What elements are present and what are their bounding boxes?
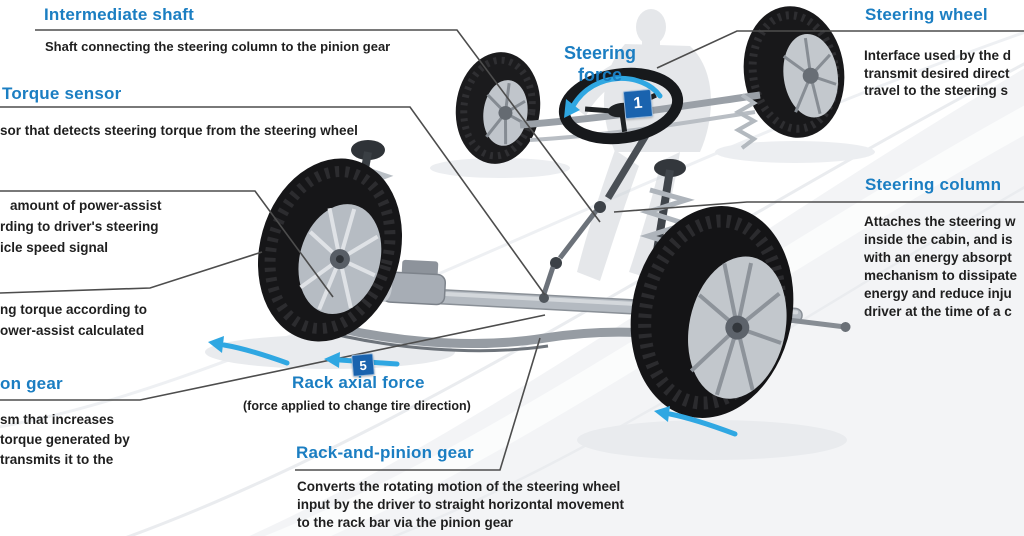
steering-rotation-arrow-icon: [564, 75, 663, 118]
steering-force-label: Steering force: [546, 42, 654, 86]
pinion-gear-leader-line: [0, 314, 546, 401]
steering-wheel-desc: Interface used by the d transmit desired…: [864, 47, 1024, 100]
steering-wheel-desc-line: travel to the steering s: [864, 83, 1009, 98]
ecu-leader-line: [0, 190, 334, 298]
rack-axial-force-subtitle: (force applied to change tire direction): [243, 399, 471, 413]
rack-and-pinion-desc-line: Converts the rotating motion of the stee…: [297, 479, 621, 494]
steering-column-desc-line: mechanism to dissipate: [864, 268, 1018, 283]
ecu-desc-line: amount of power-assist: [10, 198, 162, 213]
step-1-badge: 1: [622, 88, 654, 120]
torque-sensor-leader-line: [0, 106, 546, 296]
motor-desc-line: ower-assist calculated: [0, 323, 145, 338]
steering-wheel-title: Steering wheel: [865, 5, 988, 24]
intermediate-shaft-leader-line: [35, 29, 601, 223]
steering-column-desc-line: with an energy absorpt: [864, 250, 1012, 265]
arrows: [208, 75, 738, 437]
torque-sensor-title: Torque sensor: [2, 84, 122, 103]
steering-column-desc-line: inside the cabin, and is: [864, 232, 1013, 247]
motor-desc-line: ng torque according to: [0, 302, 147, 317]
rack-and-pinion-leader-line: [295, 337, 541, 471]
steering-column-leader-line: [613, 201, 1024, 213]
front-left-wheel: [257, 158, 403, 342]
steering-column-title: Steering column: [865, 175, 1002, 194]
rack-and-pinion-desc: Converts the rotating motion of the stee…: [297, 478, 624, 532]
steering-wheel-desc-line: Interface used by the d: [864, 48, 1012, 63]
front-right-wheel: [630, 206, 794, 418]
steering-wheel-desc-line: transmit desired direct: [864, 65, 1010, 81]
pinion-gear-desc-line: transmits it to the: [0, 452, 114, 467]
steering-column-desc-line: Attaches the steering w: [864, 214, 1016, 229]
steering-force-line: force: [577, 65, 622, 85]
motor-leader-line: [0, 251, 263, 294]
motor-desc: ng torque according to ower-assist calcu…: [0, 299, 147, 341]
pinion-gear-desc: sm that increases torque generated by tr…: [0, 410, 130, 470]
tire-turn-arrow-right-icon: [654, 406, 738, 437]
rack-axial-force-title: Rack axial force: [292, 373, 425, 392]
ecu-desc-line: rding to driver's steering: [0, 219, 159, 234]
torque-sensor-desc: sor that detects steering torque from th…: [0, 123, 358, 138]
pinion-gear-title: on gear: [0, 374, 63, 393]
leader-lines: [0, 29, 1024, 471]
steering-column-desc-line: driver at the time of a c: [864, 304, 1012, 319]
steering-column-desc-line: energy and reduce inju: [864, 286, 1012, 301]
ecu-desc: amount of power-assist rding to driver's…: [0, 195, 162, 258]
rack-and-pinion-title: Rack-and-pinion gear: [296, 443, 474, 462]
steering-wheel-leader-line: [656, 30, 1024, 69]
steering-force-line: Steering: [563, 43, 637, 63]
intermediate-shaft-title: Intermediate shaft: [44, 5, 195, 24]
steering-column-desc: Attaches the steering w inside the cabin…: [864, 213, 1024, 321]
rear-left-wheel: [455, 52, 541, 164]
pinion-gear-desc-line: sm that increases: [0, 412, 115, 427]
rack-and-pinion-desc-line: to the rack bar via the pinion gear: [297, 515, 514, 530]
rack-and-pinion-desc-line: input by the driver to straight horizont…: [297, 497, 625, 512]
ecu-desc-line: icle speed signal: [0, 240, 109, 255]
intermediate-shaft-desc: Shaft connecting the steering column to …: [45, 39, 391, 54]
rear-right-wheel: [743, 6, 845, 138]
pinion-gear-desc-line: torque generated by: [0, 432, 130, 447]
tire-turn-arrow-left-icon: [208, 336, 290, 366]
